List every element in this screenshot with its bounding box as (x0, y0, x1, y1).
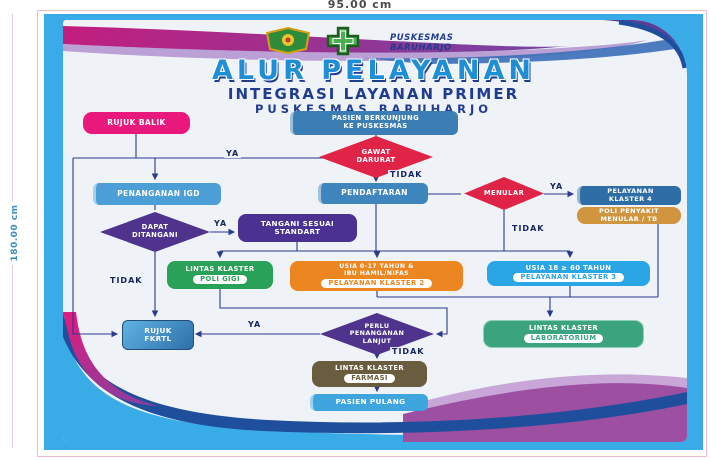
poster-subtitle: INTEGRASI LAYANAN PRIMER (227, 85, 520, 103)
edge-label-tidak-gawat: TIDAK (388, 170, 425, 179)
node-pelayanan-klaster-2: USIA 0-17 TAHUN & IBU HAMIL/NIFAS PELAYA… (290, 261, 463, 291)
node-pill-label: PELAYANAN KLASTER 2 (321, 278, 432, 288)
node-label: LINTAS KLASTER (334, 364, 405, 373)
node-label: PASIEN PULANG (335, 397, 406, 407)
node-pill-label: POLI GIGI (193, 274, 247, 284)
node-rujuk-fkrtl: RUJUK FKRTL (122, 320, 194, 350)
node-label: KE PUSKESMAS (343, 122, 408, 130)
node-label: PENANGANAN (349, 329, 405, 338)
node-penanganan-igd: PENANGANAN IGD (93, 183, 221, 205)
node-pelayanan-klaster-4: PELAYANAN KLASTER 4 (577, 186, 681, 205)
page-boundary (37, 10, 707, 457)
node-lintas-klaster-farmasi: LINTAS KLASTER FARMASI (312, 361, 427, 387)
node-pill-label: PELAYANAN KLASTER 3 (513, 273, 624, 283)
node-label: IBU HAMIL/NIFAS (343, 270, 410, 277)
node-label: PENANGANAN IGD (117, 188, 200, 198)
node-label: GAWAT (361, 148, 391, 157)
node-pendaftaran: PENDAFTARAN (318, 183, 428, 204)
node-label: PASIEN BERKUNJUNG (331, 114, 420, 123)
node-poli-penyakit-menular-tb: POLI PENYAKIT MENULAR / TB (577, 207, 681, 224)
edge-label-tidak-dapat: TIDAK (108, 276, 145, 285)
node-label: PERLU (364, 322, 390, 331)
node-lintas-klaster-laboratorium: LINTAS KLASTER LABORATORIUM (483, 320, 644, 348)
edge-label-ya-perlu: YA (246, 320, 264, 329)
node-pasien-berkunjung: PASIEN BERKUNJUNG KE PUSKESMAS (290, 111, 458, 135)
node-label: DAPAT (141, 223, 169, 232)
node-label: LINTAS KLASTER (185, 265, 255, 274)
node-pasien-pulang: PASIEN PULANG (310, 394, 428, 411)
node-label: USIA 18 ≥ 60 TAHUN (525, 263, 612, 272)
node-label: PELAYANAN (607, 187, 654, 196)
node-lintas-klaster-poli-gigi: LINTAS KLASTER POLI GIGI (167, 261, 273, 289)
node-label: PENDAFTARAN (341, 188, 408, 198)
edge-label-ya-dapat: YA (212, 219, 230, 228)
node-label: DITANGANI (132, 231, 178, 239)
node-label: RUJUK BALIK (107, 117, 166, 127)
node-label: LANJUT (362, 336, 392, 345)
edge-label-tidak-perlu: TIDAK (390, 347, 427, 356)
top-wave-decoration (63, 20, 687, 69)
flow-connectors (72, 134, 659, 393)
edge-label-ya-menular: YA (548, 182, 566, 191)
node-label: KLASTER 4 (608, 194, 653, 203)
node-label: STANDART (274, 227, 321, 236)
node-label: DARURAT (356, 156, 396, 164)
node-label: POLI PENYAKIT (599, 207, 659, 216)
node-label: MENULAR / TB (600, 214, 658, 223)
node-tangani-sesuai-standart: TANGANI SESUAI STANDART (238, 214, 357, 242)
node-label: LINTAS KLASTER (528, 324, 599, 333)
node-pelayanan-klaster-3: USIA 18 ≥ 60 TAHUN PELAYANAN KLASTER 3 (487, 261, 650, 286)
edge-label-ya-gawat: YA (224, 149, 242, 158)
clinic-name-line2: BARUHARJO (390, 43, 452, 53)
puskesmas-cross-icon (326, 26, 360, 56)
clinic-name: PUSKESMAS BARUHARJO (390, 33, 453, 53)
node-pill-label: FARMASI (344, 373, 395, 383)
clinic-name-line1: PUSKESMAS (390, 33, 454, 43)
poster-title: ALUR PELAYANAN (212, 55, 535, 86)
node-label: MENULAR (483, 188, 525, 197)
node-label: TANGANI SESUAI (260, 218, 335, 228)
node-pill-label: LABORATORIUM (523, 333, 604, 343)
width-dimension-label: 95.00 cm (327, 0, 393, 11)
node-label: FKRTL (144, 334, 172, 343)
poster-canvas: PUSKESMAS BARUHARJO ALUR PELAYANAN INTEG… (44, 14, 703, 450)
node-rujuk-balik: RUJUK BALIK (83, 112, 190, 134)
node-label: USIA 0-17 TAHUN & (339, 263, 414, 271)
node-label: RUJUK (144, 325, 172, 335)
regency-seal-icon (265, 27, 311, 54)
height-dimension-label: 180.00 cm (10, 201, 20, 265)
edge-label-tidak-menular: TIDAK (510, 224, 547, 233)
